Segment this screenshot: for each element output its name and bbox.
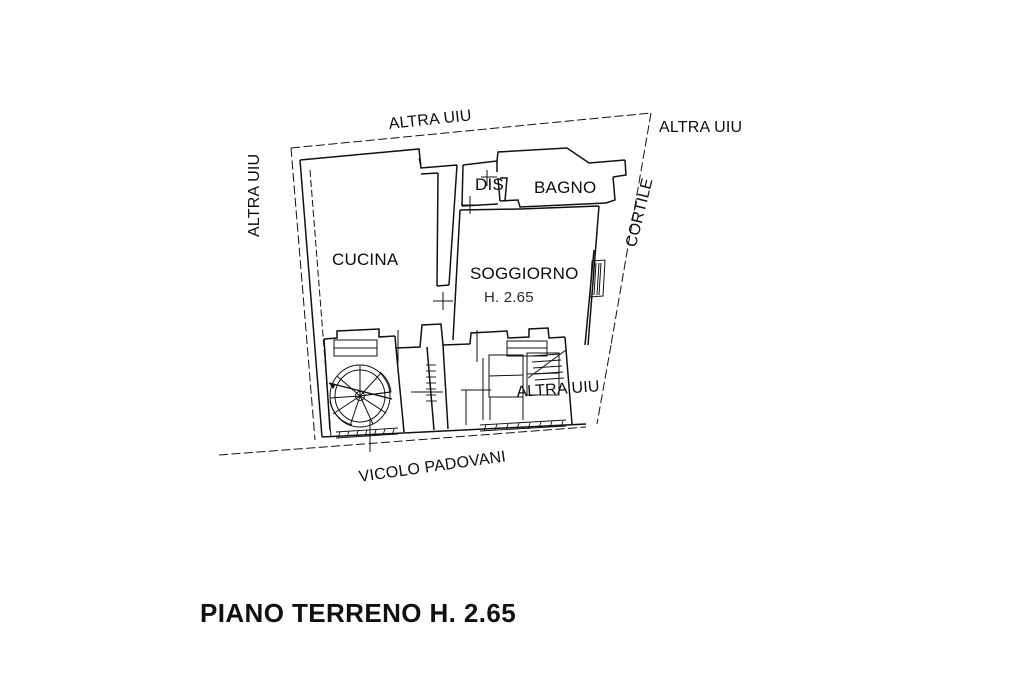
room-label-bagno: BAGNO (534, 178, 597, 197)
opening-marks (369, 170, 497, 452)
window-cortile (589, 259, 606, 298)
room-height-soggiorno: H. 2.65 (484, 289, 534, 306)
fixture-blocks (333, 339, 548, 357)
interior-wall-lines (309, 157, 422, 438)
room-label-dis: DIS (475, 175, 504, 194)
corridor-wall-detail (426, 364, 437, 402)
plan-title: PIANO TERRENO H. 2.65 (200, 598, 517, 628)
annotation-altra-uiu-left: ALTRA UIU (246, 153, 263, 237)
dis-bagno-block (461, 147, 627, 208)
room-label-soggiorno: SOGGIORNO (470, 264, 579, 283)
adjacent-unit-lower (482, 349, 567, 420)
building-outline (299, 148, 587, 438)
spiral-staircase (328, 364, 393, 428)
street-wall-hatch (335, 419, 567, 439)
room-label-cucina: CUCINA (332, 250, 399, 269)
annotation-altra-uiu-right: ALTRA UIU (659, 119, 743, 136)
property-boundary (218, 112, 652, 456)
